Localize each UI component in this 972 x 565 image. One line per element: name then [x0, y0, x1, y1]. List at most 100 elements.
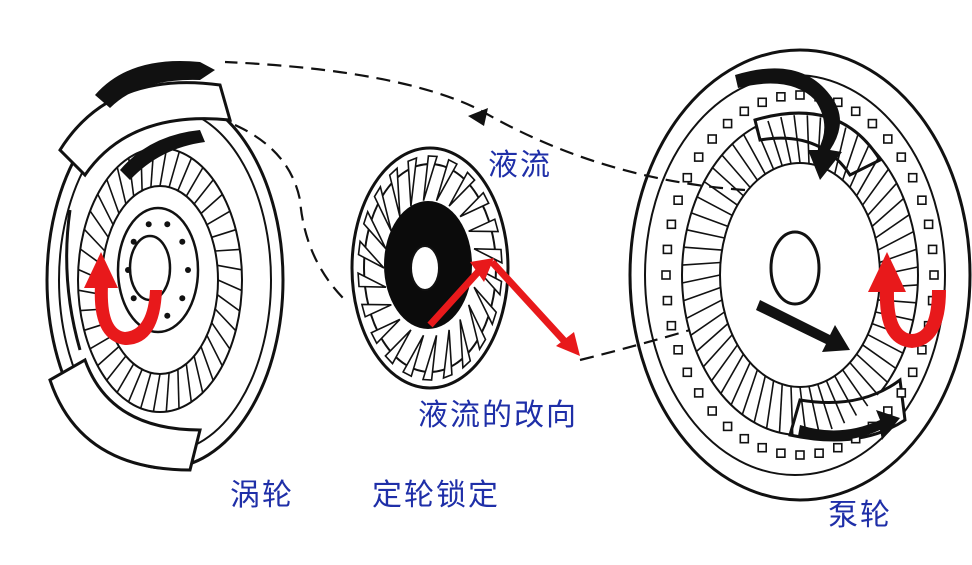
pump-rim-tooth: [662, 244, 673, 255]
stator-spline: [410, 245, 440, 291]
turbine-bolt: [185, 267, 191, 273]
pump-rim-tooth: [739, 106, 750, 117]
turbine-blade: [116, 167, 127, 205]
pump-blade: [686, 299, 723, 320]
stator-blade: [435, 158, 458, 202]
stator-blade: [422, 155, 439, 201]
pump-blade: [720, 353, 745, 395]
pump-blade: [841, 369, 869, 407]
pump-blade: [702, 334, 733, 368]
stator-locked-label: 定轮锁定: [372, 478, 500, 513]
fluid-flow-direction-arrowhead: [468, 108, 488, 126]
pump-blade: [754, 126, 775, 170]
pump-rotation-arrowhead: [868, 252, 906, 292]
turbine-blade: [216, 294, 241, 312]
pump-rim-tooth: [673, 344, 683, 355]
pump-blade: [682, 261, 721, 266]
stator-blade: [459, 191, 490, 218]
turbine-blade: [217, 264, 242, 271]
pump-blade: [753, 375, 767, 423]
pump-blade: [767, 120, 783, 167]
pump-blade: [730, 362, 751, 406]
pump-blade: [849, 144, 870, 188]
turbine-blade: [193, 355, 204, 393]
turbine-rotation-arrow: [94, 285, 162, 345]
stator-blade: [421, 335, 438, 381]
pump-blade: [806, 115, 810, 164]
stator-blade: [362, 209, 387, 250]
turbine-blade: [217, 279, 243, 292]
pump-rim-tooth: [776, 448, 786, 459]
pump-blade: [841, 135, 859, 181]
turbine-blade: [127, 369, 143, 403]
pump-blade: [862, 344, 897, 370]
pump-blade: [855, 155, 880, 197]
turbine-blade: [211, 228, 237, 239]
turbine-blade: [139, 372, 152, 409]
turbine-blade: [200, 346, 214, 381]
pump-blade: [833, 375, 858, 416]
pump-rim-tooth: [722, 421, 733, 432]
pump-rotation-arrow: [879, 290, 946, 348]
pump-flow-arrow-top: [735, 68, 842, 180]
pump-rim-tooth: [850, 106, 861, 117]
pump-flow-arrow-bottom: [798, 410, 900, 441]
pump-blade: [825, 380, 846, 424]
turbine-blade: [211, 322, 231, 350]
pump-rim-tooth: [929, 270, 939, 280]
stator-blade: [373, 184, 393, 232]
pump-flow-arrow-mid: [756, 300, 850, 352]
stator-blade: [402, 334, 425, 378]
pump-rim-tooth: [682, 172, 693, 183]
turbine-blade: [185, 363, 193, 403]
pump-rim-tooth: [795, 450, 805, 460]
turbine-blade: [116, 363, 135, 393]
turbine-bolt: [164, 221, 171, 228]
pump-blade: [696, 196, 733, 217]
flow-redirect-arrows: [427, 258, 580, 356]
pump-label: 泵轮: [828, 498, 892, 533]
turbine-blade: [106, 179, 120, 214]
pump-blade: [856, 353, 889, 383]
pump-rim-tooth: [739, 433, 750, 444]
pump-blade: [695, 323, 729, 353]
pump-blade: [683, 286, 721, 302]
turbine-bolt: [125, 267, 131, 273]
pump-blade: [833, 127, 847, 175]
turbine-flow-arrow-top: [95, 60, 215, 108]
turbine-blade: [168, 151, 181, 188]
turbine-label: 涡轮: [230, 478, 294, 513]
turbine-bolt: [145, 221, 152, 228]
turbine-bolt: [130, 295, 137, 302]
turbine-blade: [206, 334, 224, 367]
pump-rim-tooth: [722, 118, 733, 129]
turbine-blade: [97, 345, 120, 367]
pump-rim-tooth: [882, 134, 893, 144]
fluid-flow-path: [224, 60, 746, 362]
stator-blade: [360, 303, 392, 318]
pump-blade: [875, 214, 910, 239]
pump-blade: [793, 115, 801, 164]
stator-blade: [473, 248, 503, 265]
turbine-bolt: [179, 295, 186, 302]
pump-rim-tooth: [693, 152, 704, 162]
pump-blade: [778, 384, 783, 433]
pump-rim-tooth: [661, 270, 671, 280]
pump-blade: [742, 134, 767, 175]
pump-blade: [867, 182, 898, 216]
pump-blade: [710, 344, 739, 382]
pump-rim-tooth: [795, 90, 805, 100]
stator-blade: [370, 318, 401, 345]
pump-blade: [681, 274, 721, 284]
pump-rim-tooth: [907, 172, 918, 183]
pump-rim-tooth: [666, 320, 677, 331]
pump-rim-tooth: [917, 195, 927, 205]
pump-blade: [780, 116, 792, 164]
turbine-bolt: [164, 312, 171, 319]
pump-blade: [790, 386, 794, 435]
pump-rim-tooth: [907, 367, 918, 378]
pump-rim-tooth: [662, 295, 673, 306]
pump-rim-tooth: [707, 134, 718, 144]
turbine-blade: [159, 148, 168, 187]
